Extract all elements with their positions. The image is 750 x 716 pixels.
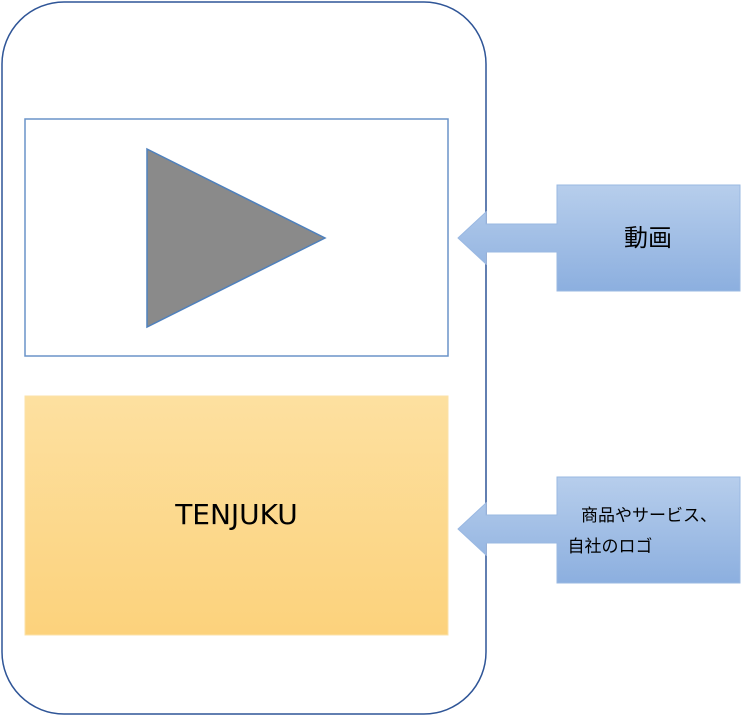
play-triangle-icon xyxy=(146,147,327,329)
callout-video-arrow-shape xyxy=(457,184,741,292)
logo-text: TENJUKU xyxy=(174,498,298,531)
callout-logo-label-line1: 商品やサービス、 xyxy=(581,506,717,526)
callout-video-label: 動画 xyxy=(624,224,672,252)
callout-video: 動画 xyxy=(457,184,741,292)
callout-logo: 商品やサービス、 自社のロゴ xyxy=(457,476,741,584)
video-area xyxy=(24,118,449,357)
logo-area: TENJUKU xyxy=(24,395,449,636)
callout-logo-label-line2: 自社のロゴ xyxy=(568,536,653,557)
callout-logo-arrow-shape xyxy=(457,476,741,584)
logo-box xyxy=(24,395,449,636)
